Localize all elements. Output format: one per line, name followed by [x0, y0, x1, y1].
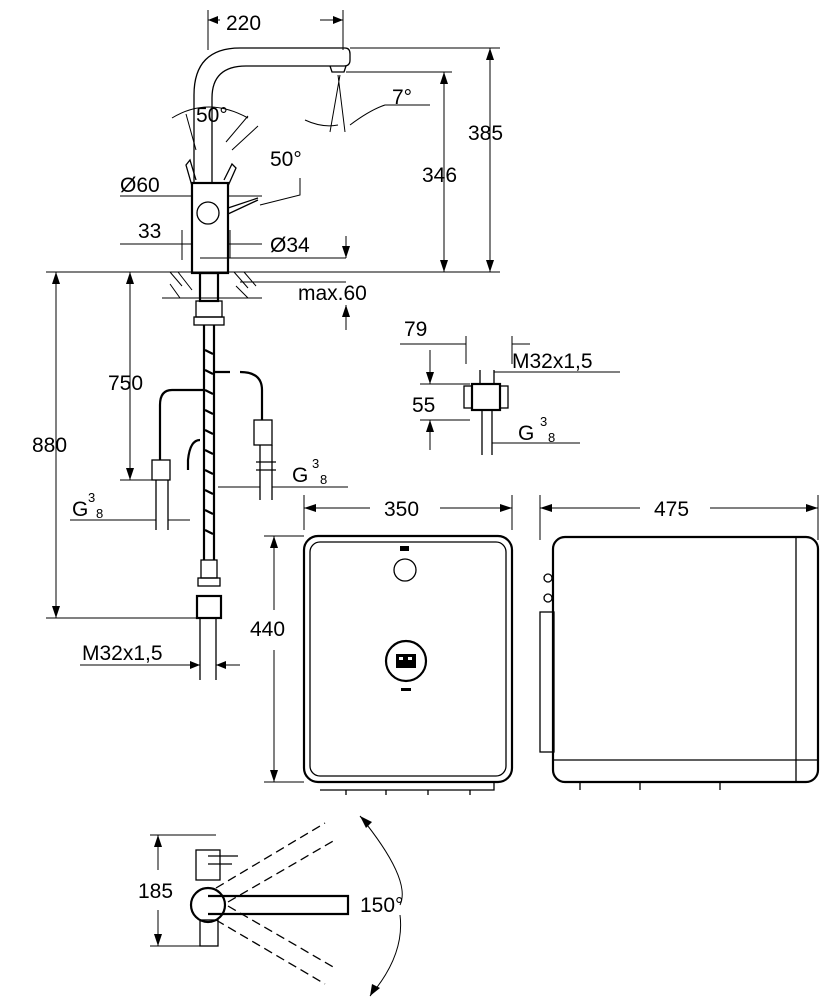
- label-hose-length: 750: [108, 372, 143, 395]
- label-inlet-left-num: 3: [88, 490, 95, 505]
- label-height-total: 385: [468, 122, 503, 145]
- dimension-labels: 220 7° 385 346 50° 50° Ø60 33 Ø34 max.60…: [32, 12, 689, 917]
- label-height-spout: 346: [422, 164, 457, 187]
- label-inlet-right: G: [292, 464, 308, 487]
- label-outlet-thread: M32x1,5: [82, 642, 163, 665]
- faucet-side-view: [151, 47, 351, 680]
- label-boiler-width: 350: [384, 498, 419, 521]
- label-lever-angle-left: 50°: [196, 104, 228, 127]
- label-lever-angle-right: 50°: [270, 148, 302, 171]
- boiler-front-view: [264, 495, 514, 795]
- label-inlet-right-num: 3: [312, 456, 319, 471]
- valve-detail: [400, 336, 620, 455]
- label-max-countertop: max.60: [298, 282, 367, 305]
- label-boiler-depth: 475: [654, 498, 689, 521]
- faucet-dimensions: [46, 10, 500, 669]
- label-spout-angle: 7°: [392, 86, 412, 109]
- label-inlet-left-den: 8: [96, 506, 103, 521]
- label-base-depth: 33: [138, 220, 161, 243]
- faucet-top-view: [150, 815, 403, 997]
- label-valve-inlet-num: 3: [540, 414, 547, 429]
- label-valve-thread: M32x1,5: [512, 350, 593, 373]
- label-total-below: 880: [32, 434, 67, 457]
- label-top-view-depth: 185: [138, 880, 173, 903]
- boiler-side-view: [539, 495, 820, 790]
- label-valve-inlet-den: 8: [548, 430, 555, 445]
- label-mount-hole: Ø34: [270, 234, 310, 257]
- label-valve-height: 55: [412, 394, 435, 417]
- label-inlet-right-den: 8: [320, 472, 327, 487]
- label-boiler-height: 440: [250, 618, 285, 641]
- label-valve-inlet: G: [518, 422, 534, 445]
- label-base-diameter: Ø60: [120, 174, 160, 197]
- label-swivel-angle: 150°: [360, 894, 403, 917]
- label-inlet-left: G: [72, 498, 88, 521]
- label-spout-reach: 220: [226, 12, 261, 35]
- label-valve-width: 79: [404, 318, 427, 341]
